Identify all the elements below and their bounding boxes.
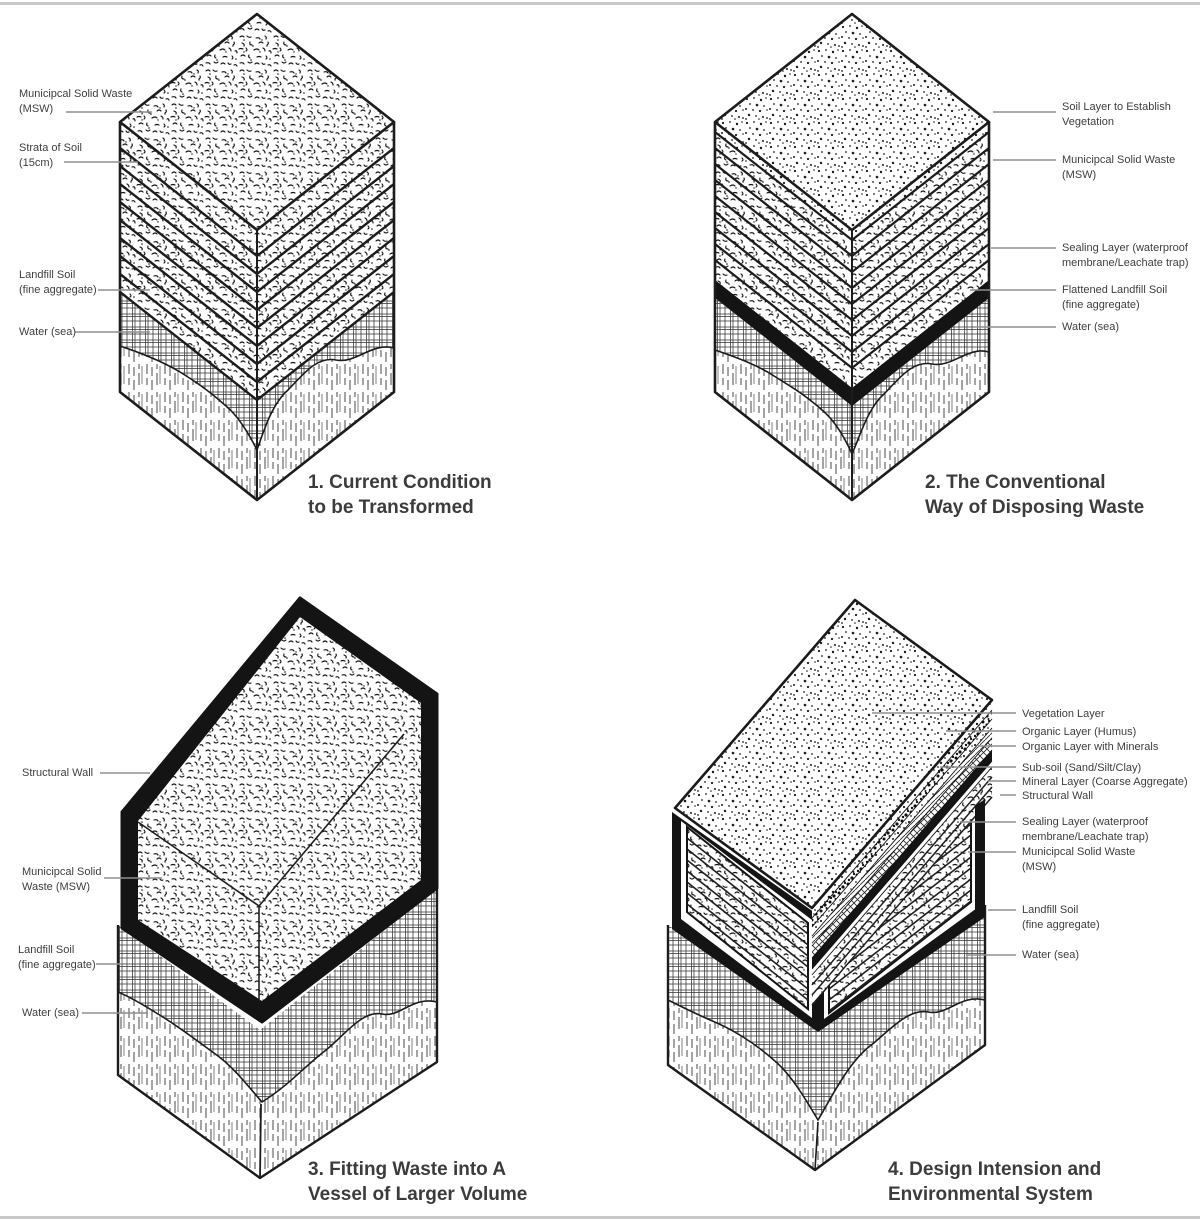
d3-vessel-inner-edges — [137, 733, 405, 1001]
d4-msw-layer-lines-left — [687, 837, 808, 1001]
d3-ground-front-edge — [259, 1103, 262, 1179]
d1-label-landfill: Landfill Soil(fine aggregate) — [19, 269, 97, 296]
d4-band-organic-minerals — [812, 719, 992, 936]
d4-label-minerals: Organic Layer with Minerals — [1022, 741, 1159, 753]
d4-label-mineral: Mineral Layer (Coarse Aggregate) — [1022, 776, 1188, 788]
d4-msw-slope-fill — [812, 767, 992, 1005]
top-border-line — [0, 2, 1200, 5]
d4-band-vegetation-edge — [812, 700, 992, 918]
d4-label-vegetation: Vegetation Layer — [1022, 708, 1105, 720]
d4-label-humus: Organic Layer (Humus) — [1022, 726, 1137, 738]
d4-label-landfill: Landfill Soil(fine aggregate) — [1022, 904, 1100, 931]
diagram-2-conventional-disposal — [713, 12, 991, 502]
d4-band-subsoil — [812, 728, 992, 946]
d3-landfill-soil-band — [118, 888, 437, 1102]
d3-landfill-wave-line — [117, 991, 438, 1104]
d4-label-wall: Structural Wall — [1022, 790, 1094, 802]
d4-wedge-layer-bands — [811, 700, 993, 976]
d4-landfill-wave-line — [667, 998, 986, 1122]
d4-band-sealing — [812, 761, 992, 975]
d4-wedge-top-face — [673, 598, 994, 910]
d3-label-landfill: Landfill Soil(fine aggregate) — [18, 944, 96, 971]
d3-label-wall: Structural Wall — [22, 767, 94, 779]
d4-band-humus — [812, 710, 992, 927]
d2-soil-cap-left — [715, 122, 852, 240]
diagram-3-waste-vessel — [116, 596, 439, 1180]
d4-right-wall-patch — [975, 799, 985, 923]
diagram-1-current-condition — [118, 12, 396, 502]
d4-band-mineral — [812, 738, 992, 958]
bottom-border-line — [0, 1216, 1200, 1219]
leader-lines — [64, 111, 1056, 1014]
d4-label-subsoil: Sub-soil (Sand/Silt/Clay) — [1022, 762, 1142, 774]
d2-soil-cap-right — [852, 122, 989, 240]
d2-label-msw: Municipcal Solid Waste(MSW) — [1062, 154, 1176, 181]
d3-label-water: Water (sea) — [22, 1007, 80, 1019]
d4-ground-front-edge — [814, 1121, 819, 1171]
d1-label-strata: Strata of Soil(15cm) — [19, 142, 82, 169]
d1-label-water: Water (sea) — [19, 326, 77, 338]
d3-vessel-msw-fill — [138, 617, 421, 1001]
d4-label-water: Water (sea) — [1022, 949, 1080, 961]
d4-band-structural-wall — [812, 750, 992, 969]
diagram-4-design-intention — [666, 598, 994, 1172]
d1-label-msw: Municipcal Solid Waste(MSW) — [19, 88, 133, 115]
d4-landfill-soil-band — [668, 905, 985, 1120]
d4-label-msw: Municipcal Solid Waste(MSW) — [1022, 846, 1136, 873]
d2-label-water: Water (sea) — [1062, 321, 1120, 333]
d2-label-flattened: Flattened Landfill Soil(fine aggregate) — [1062, 284, 1168, 311]
